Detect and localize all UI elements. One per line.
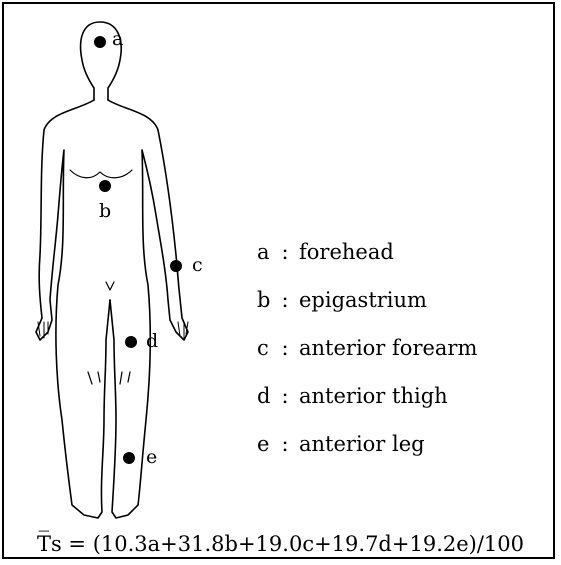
site-d-dot	[125, 336, 137, 348]
legend-separator: :	[271, 432, 299, 456]
legend-key: b	[257, 288, 271, 312]
legend-site-name: epigastrium	[299, 288, 427, 312]
legend-site-name: anterior leg	[299, 432, 425, 456]
site-d-label: d	[146, 332, 158, 351]
legend-row-c: c : anterior forearm	[257, 324, 477, 372]
legend-site-name: anterior thigh	[299, 384, 448, 408]
site-legend: a : forehead b : epigastrium c : anterio…	[257, 228, 477, 468]
legend-site-name: forehead	[299, 240, 394, 264]
left-torso-arm-outline	[36, 100, 110, 518]
legend-separator: :	[271, 384, 299, 408]
legend-separator: :	[271, 336, 299, 360]
site-c-dot	[170, 260, 182, 272]
navel-mark	[106, 282, 114, 290]
legend-separator: :	[271, 240, 299, 264]
site-a-dot	[94, 36, 106, 48]
legend-key: e	[257, 432, 271, 456]
legend-site-name: anterior forearm	[299, 336, 477, 360]
knee-marks	[88, 372, 130, 384]
site-b-label: b	[99, 202, 111, 221]
site-a-label: a	[112, 30, 123, 49]
legend-row-d: d : anterior thigh	[257, 372, 477, 420]
chest-line	[70, 170, 132, 178]
mean-skin-temperature-formula: T̅s = (10.3a+31.8b+19.0c+19.7d+19.2e)/10…	[0, 534, 561, 555]
legend-separator: :	[271, 288, 299, 312]
site-e-label: e	[146, 448, 157, 467]
legend-row-e: e : anterior leg	[257, 420, 477, 468]
legend-key: d	[257, 384, 271, 408]
legend-key: c	[257, 336, 271, 360]
legend-row-a: a : forehead	[257, 228, 477, 276]
site-c-label: c	[192, 256, 203, 275]
legend-row-b: b : epigastrium	[257, 276, 477, 324]
legend-key: a	[257, 240, 271, 264]
site-b-dot	[99, 180, 111, 192]
site-e-dot	[123, 452, 135, 464]
